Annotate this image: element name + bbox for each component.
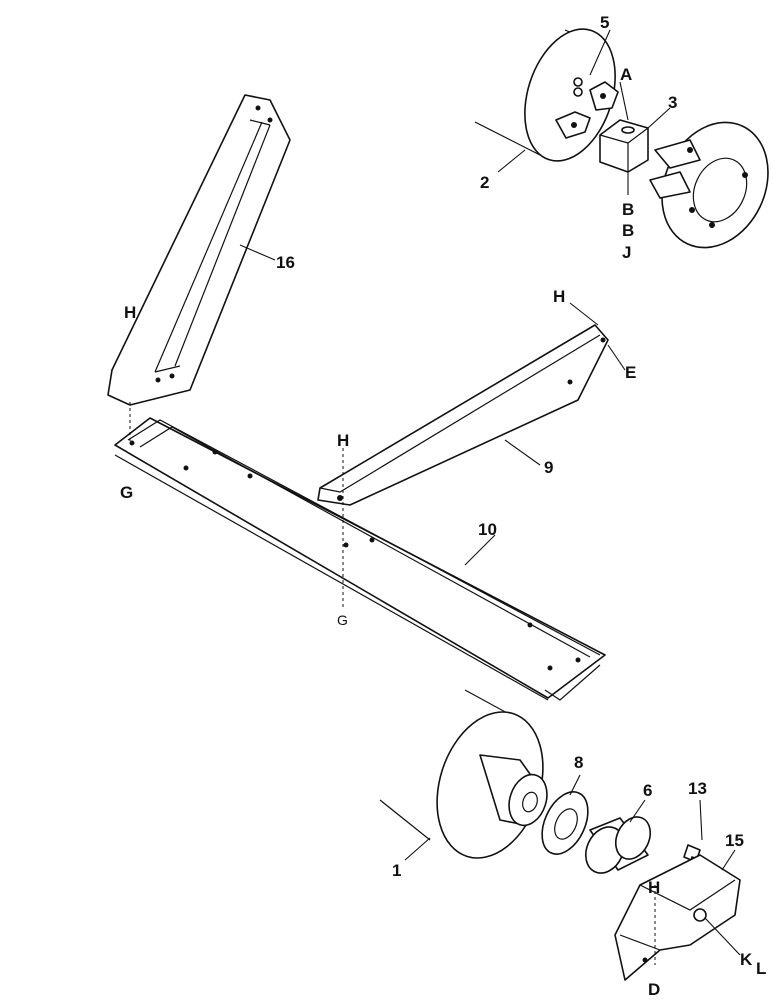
label-A: A [620, 65, 632, 84]
leader-16 [239, 244, 276, 261]
leader-6 [629, 799, 646, 823]
leader-9 [504, 439, 541, 466]
label-H-mid: H [337, 431, 349, 450]
part-2-plate [474, 28, 619, 162]
part-8-washer [541, 791, 589, 855]
label-G-left: G [120, 483, 133, 502]
label-H-left: H [124, 303, 136, 322]
leader-5 [589, 29, 611, 76]
part-6-bushing [584, 816, 652, 874]
leader-H-arm [569, 302, 599, 326]
label-5: 5 [600, 13, 609, 32]
label-9: 9 [544, 458, 553, 477]
label-E: E [625, 363, 636, 382]
label-B-2: B [622, 221, 634, 240]
leader-E [607, 344, 626, 371]
label-3: 3 [668, 93, 677, 112]
label-1: 1 [392, 861, 401, 880]
label-15: 15 [725, 831, 744, 850]
leader-15 [721, 849, 736, 871]
part-15-housing [614, 854, 741, 981]
part-3-block [599, 119, 649, 173]
label-H-arm: H [553, 287, 565, 306]
label-13: 13 [688, 779, 707, 798]
label-8: 8 [574, 753, 583, 772]
leader-2 [497, 149, 526, 173]
leader-8 [569, 774, 581, 796]
part-1-drum [379, 689, 548, 859]
label-J: J [622, 243, 631, 262]
part-16-arm [107, 94, 291, 406]
label-16: 16 [276, 253, 295, 272]
leader-A [619, 81, 629, 121]
label-D: D [648, 980, 660, 999]
label-10: 10 [478, 520, 497, 539]
label-G-mid: G [337, 612, 348, 628]
leader-K [704, 917, 741, 956]
label-2: 2 [480, 173, 489, 192]
label-H-housing: H [648, 878, 660, 897]
label-6: 6 [643, 781, 652, 800]
leader-1 [404, 837, 431, 861]
part-10-channel [114, 417, 606, 701]
label-B-1: B [622, 200, 634, 219]
leader-10 [464, 534, 496, 566]
label-K: K [740, 950, 753, 969]
label-L: L [756, 959, 766, 978]
leader-3 [647, 107, 671, 129]
part-9-arm [317, 324, 609, 506]
mounting-flange [649, 121, 769, 249]
